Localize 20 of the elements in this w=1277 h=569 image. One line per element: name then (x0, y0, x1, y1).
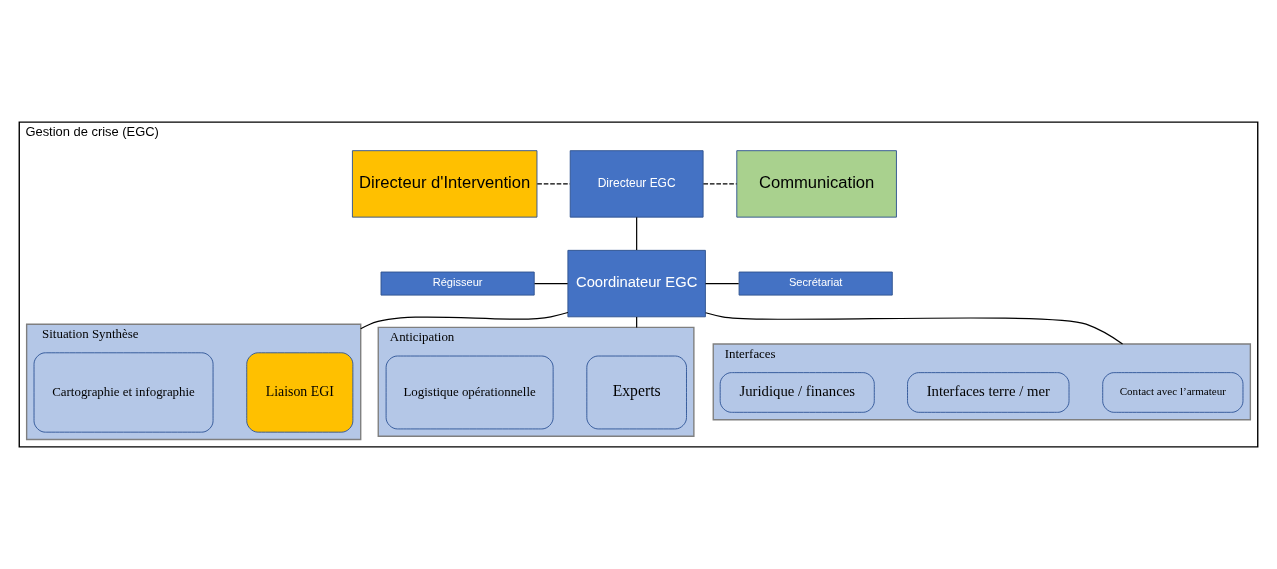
node-box: Liaison EGI (246, 352, 354, 433)
connector (702, 183, 738, 185)
node-box: Secrétariat (738, 271, 893, 296)
node-box: Logistique opérationnelle (385, 355, 554, 430)
connector (536, 183, 571, 185)
node-box: Juridique / finances (719, 372, 875, 413)
node-box: Contact avec l’armateur (1102, 372, 1244, 413)
node-box: Coordinateur EGC (567, 249, 706, 318)
node-box: Communication (736, 150, 897, 218)
node-box: Experts (586, 355, 687, 430)
connector (704, 282, 740, 285)
node-box: Directeur d'Intervention (351, 150, 538, 218)
node-box: Directeur EGC (569, 150, 704, 218)
node-box: Interfaces terre / mer (907, 372, 1070, 413)
node-box: Cartographie et infographie (33, 352, 214, 433)
connector (533, 282, 569, 285)
connector (636, 216, 638, 251)
connector (705, 312, 1124, 345)
connector (360, 311, 569, 330)
node-box: Régisseur (380, 271, 535, 296)
